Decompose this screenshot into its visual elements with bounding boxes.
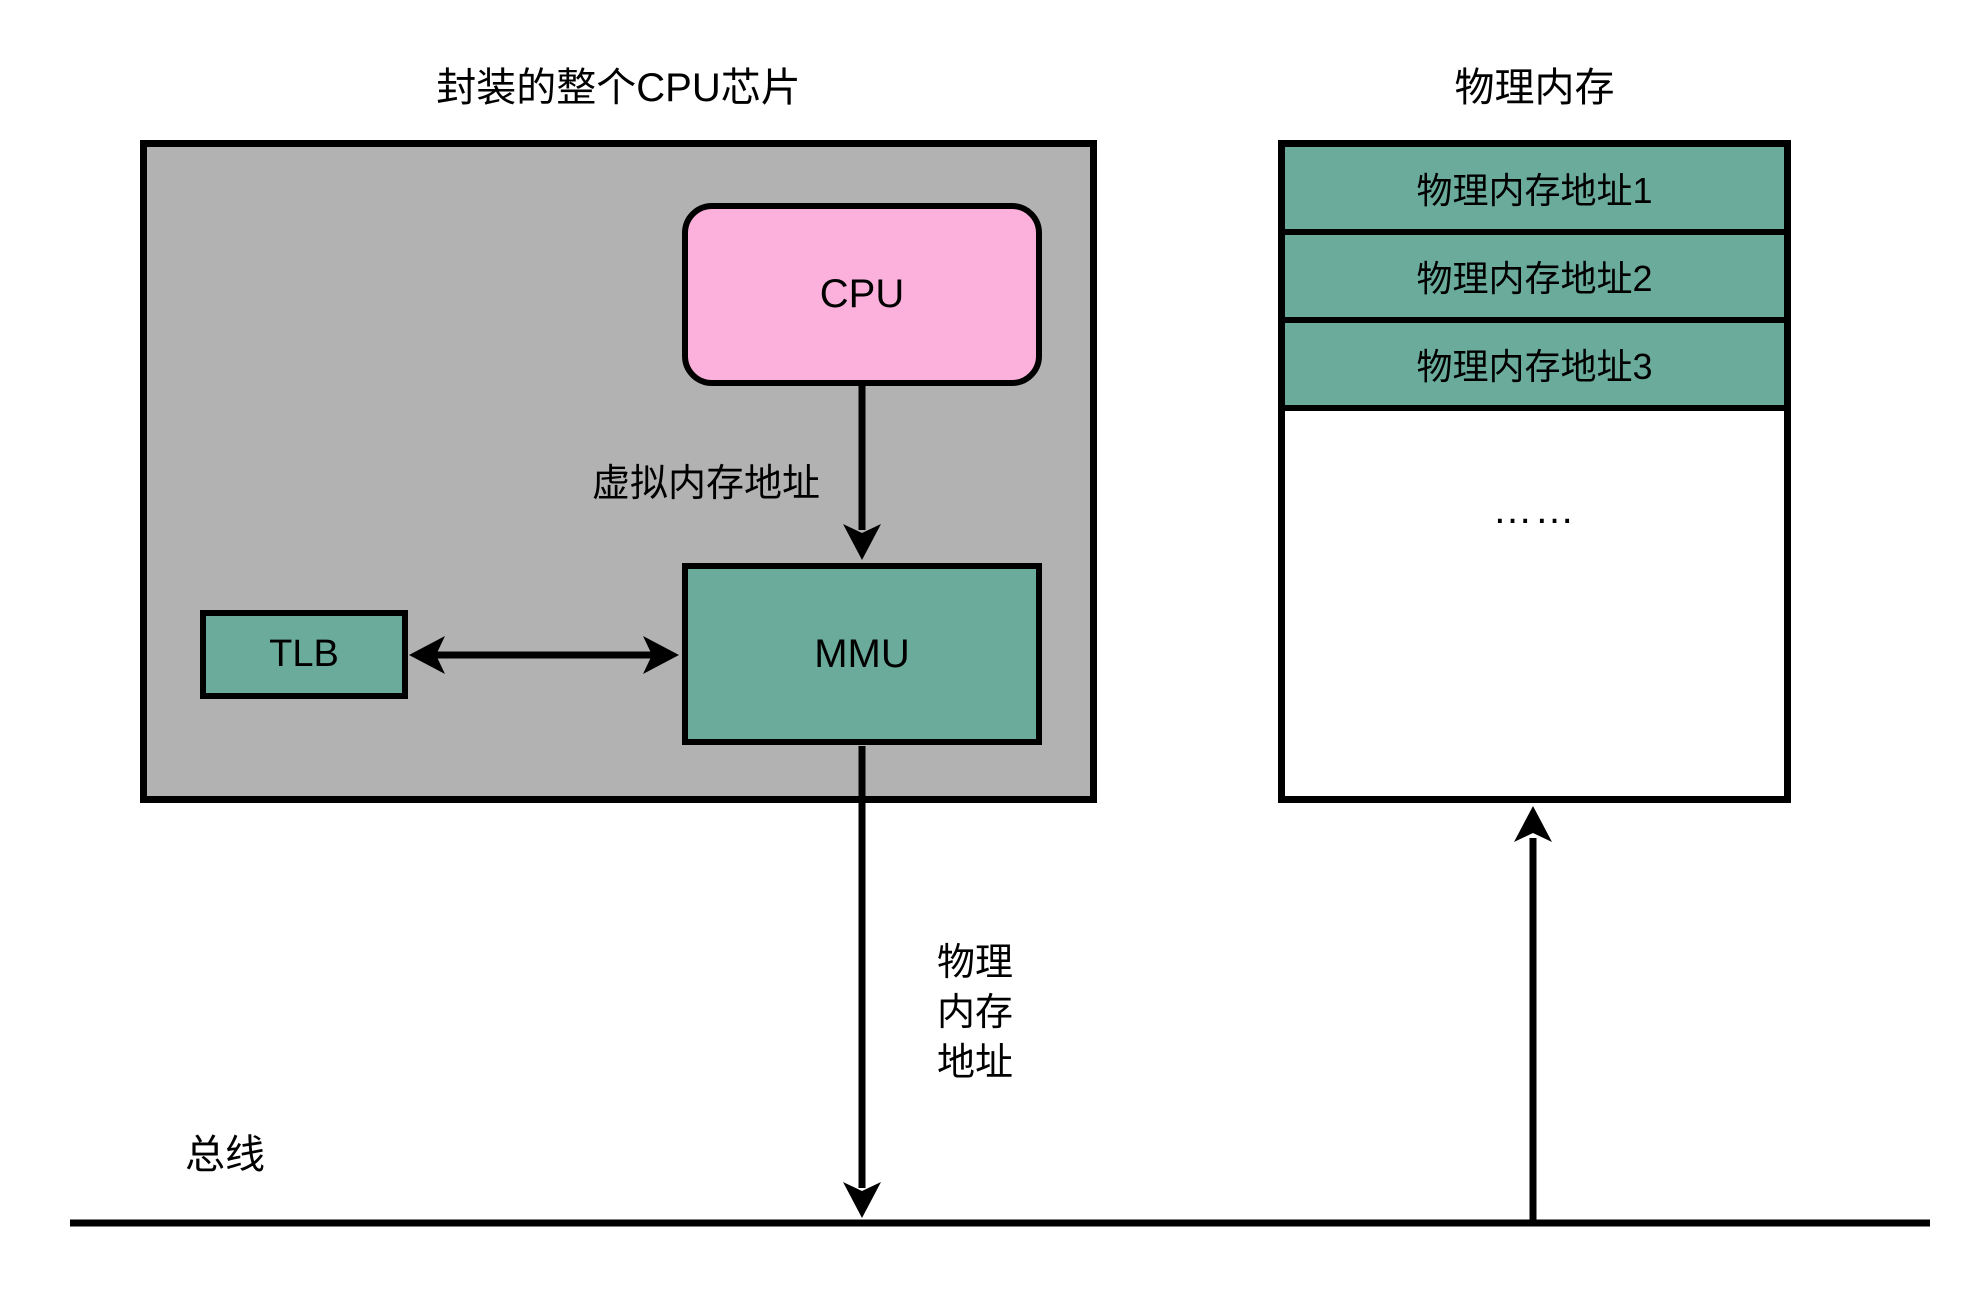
tlb-label: TLB [269, 633, 339, 675]
mmu-to-bus-arrow [843, 746, 881, 1218]
physical-address-label-line: 内存 [937, 992, 1014, 1034]
memory-row-label: 物理内存地址3 [1416, 346, 1653, 387]
physical-memory-box: 物理内存地址1 物理内存地址2 物理内存地址3 [1278, 140, 1791, 803]
cpu-label: CPU [819, 272, 905, 316]
memory-row: 物理内存地址1 [1285, 147, 1784, 235]
physical-address-label: 物理 内存 地址 [937, 938, 1013, 1088]
bus-to-memory-arrow [1514, 806, 1552, 1220]
tlb-box: TLB [200, 610, 408, 699]
cpu-chip-title: 封装的整个CPU芯片 [436, 66, 801, 110]
cpu-box: CPU [682, 203, 1042, 386]
physical-address-label-line: 物理 [937, 942, 1014, 984]
memory-ellipsis: …… [1492, 488, 1577, 532]
memory-row: 物理内存地址3 [1285, 323, 1784, 411]
physical-memory-title: 物理内存 [1454, 66, 1615, 110]
virtual-address-label: 虚拟内存地址 [591, 463, 820, 505]
bus-label: 总线 [185, 1133, 265, 1177]
mmu-label: MMU [814, 631, 910, 676]
memory-row: 物理内存地址2 [1285, 235, 1784, 323]
memory-row-label: 物理内存地址1 [1416, 170, 1653, 211]
mmu-box: MMU [682, 563, 1042, 745]
physical-address-label-line: 地址 [937, 1042, 1014, 1084]
memory-row-label: 物理内存地址2 [1416, 258, 1653, 299]
